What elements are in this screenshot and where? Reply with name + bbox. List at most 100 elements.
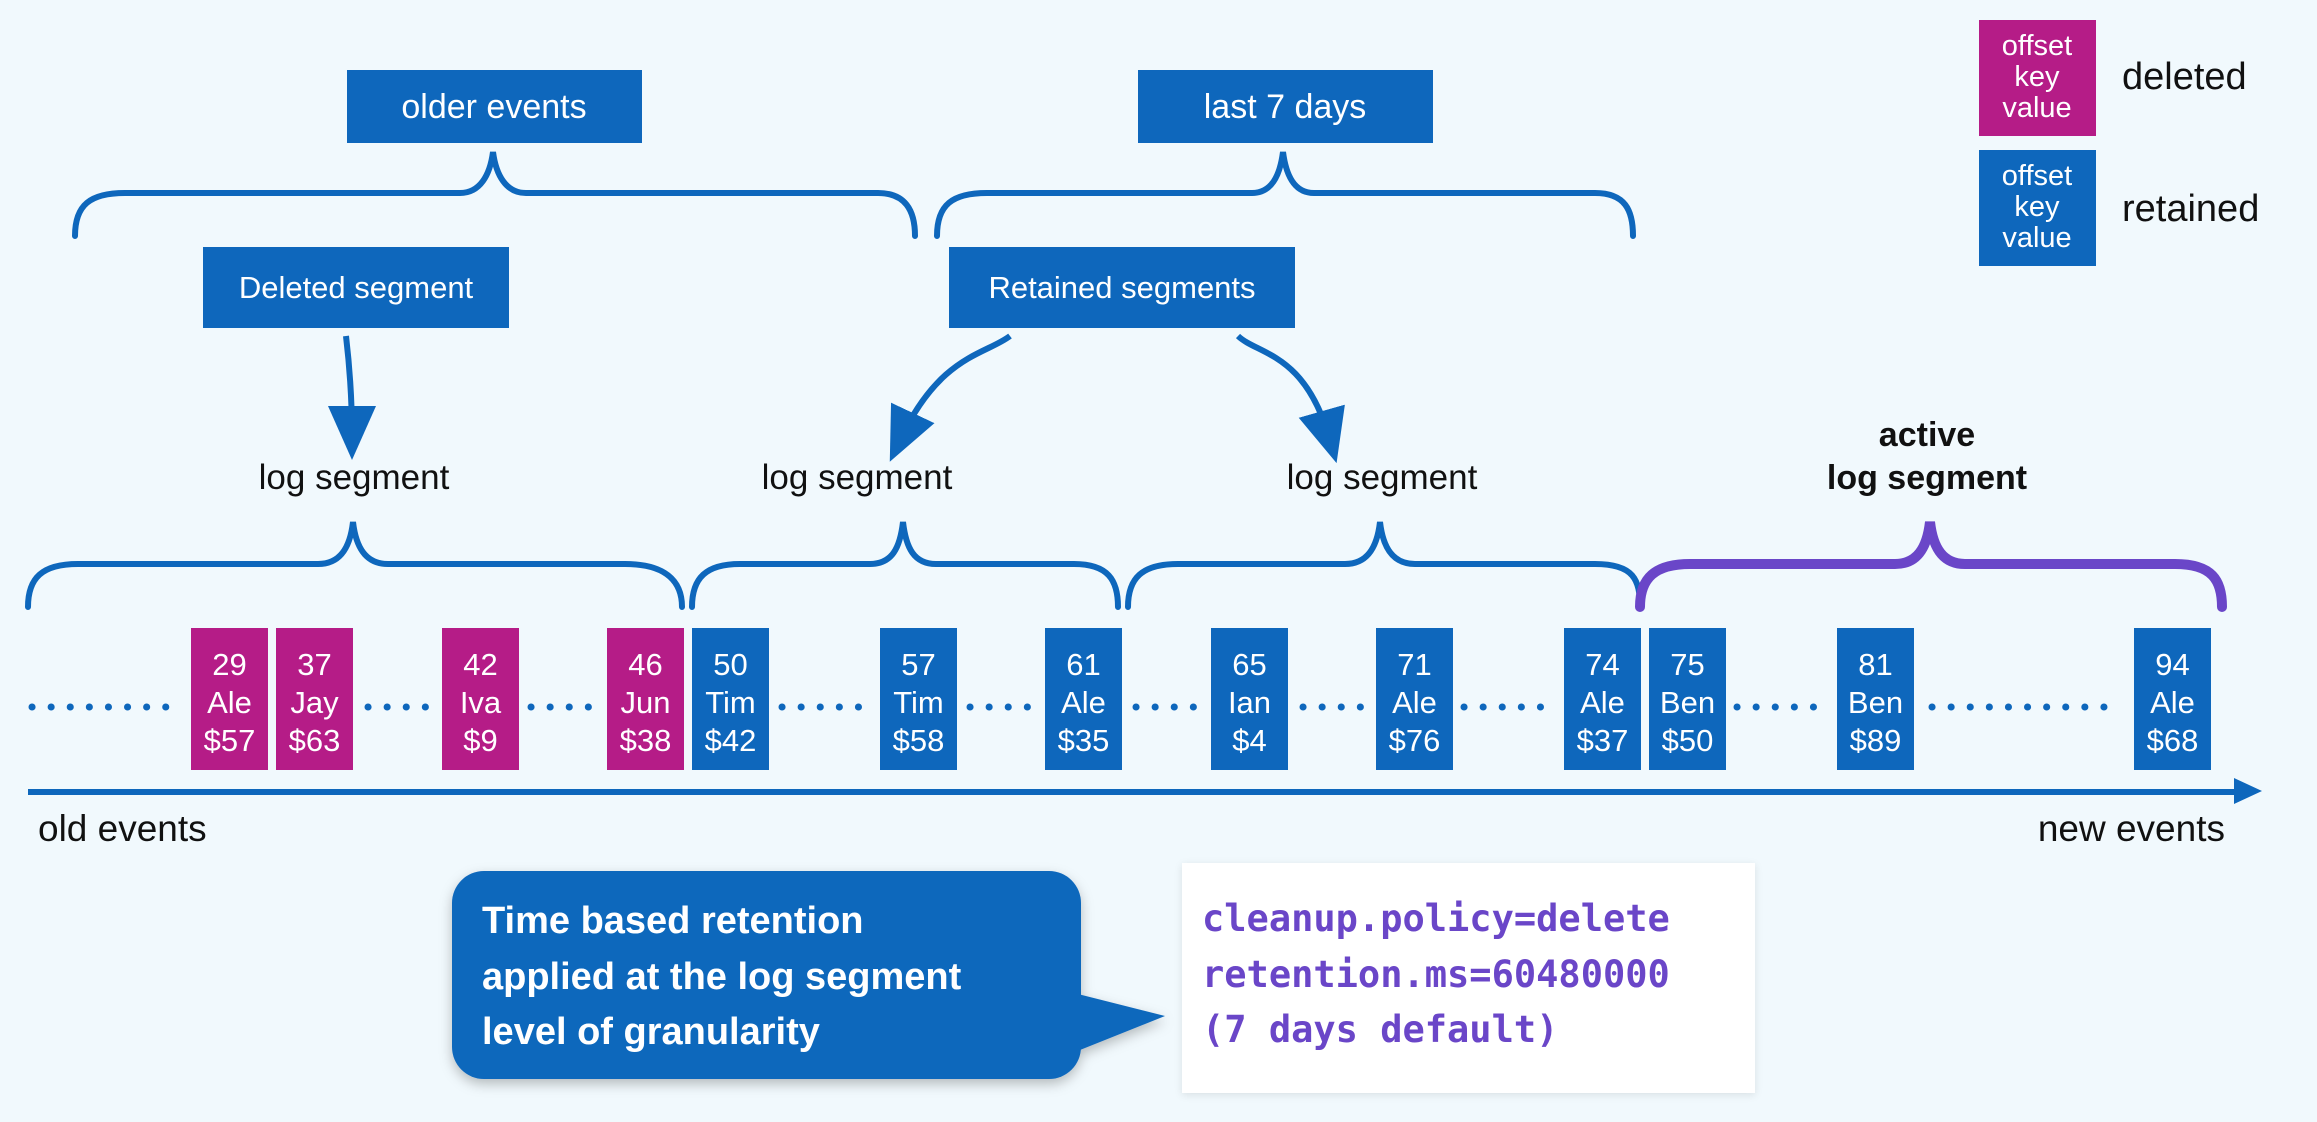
record-box-bg xyxy=(1376,628,1453,770)
legend-deleted-swatch xyxy=(1979,20,2096,136)
record-box-bg xyxy=(191,628,268,770)
record-key: Iva xyxy=(460,685,502,720)
record-offset: 74 xyxy=(1585,647,1619,682)
record-value: $50 xyxy=(1662,723,1714,758)
record-value: $37 xyxy=(1577,723,1629,758)
retained-arrow-right xyxy=(1235,333,1345,464)
record-value: $58 xyxy=(893,723,945,758)
record-key: Jun xyxy=(621,685,671,720)
record-box-bg xyxy=(1045,628,1122,770)
record-key: Ale xyxy=(1580,685,1625,720)
record-offset: 37 xyxy=(297,647,331,682)
config-default-note: (7 days default) xyxy=(1202,1008,1559,1051)
record-offset: 71 xyxy=(1397,647,1431,682)
retained-segments-label: Retained segments xyxy=(988,270,1255,305)
record-key: Tim xyxy=(893,685,944,720)
record-value: $57 xyxy=(204,723,256,758)
record-box-bg xyxy=(880,628,957,770)
log-segment-label-3: log segment xyxy=(1287,458,1478,497)
old-events-label: old events xyxy=(38,808,207,849)
legend-retained-swatch xyxy=(1979,150,2096,266)
record-offset: 75 xyxy=(1670,647,1704,682)
record-offset: 94 xyxy=(2155,647,2189,682)
last-7-days-label-box xyxy=(1138,70,1433,143)
callout-line-3: level of granularity xyxy=(482,1011,820,1053)
segment-brace-2 xyxy=(689,521,1121,610)
record-value: $68 xyxy=(2147,723,2199,758)
record-key: Tim xyxy=(705,685,756,720)
record-key: Ben xyxy=(1660,685,1715,720)
legend-deleted-line-offset: offset xyxy=(2002,30,2072,62)
record-box-bg xyxy=(2134,628,2211,770)
active-segment-label-line1: active xyxy=(1879,416,1975,454)
log-segment-label-1: log segment xyxy=(259,458,450,497)
active-segment-label-line2: log segment xyxy=(1827,459,2027,497)
record-key: Ale xyxy=(2150,685,2195,720)
records: 29Ale$5737Jay$6342Iva$946Jun$3850Tim$425… xyxy=(191,628,2211,770)
record-box-bg xyxy=(607,628,684,770)
record-box-bg xyxy=(1211,628,1288,770)
record-value: $89 xyxy=(1850,723,1902,758)
record-value: $63 xyxy=(289,723,341,758)
record-offset: 46 xyxy=(628,647,662,682)
record-offset: 50 xyxy=(713,647,747,682)
timeline-arrowhead xyxy=(2234,778,2262,804)
config-retention-ms: retention.ms=60480000 xyxy=(1202,953,1670,996)
deleted-segment-arrow xyxy=(327,335,376,460)
last-7-days-label: last 7 days xyxy=(1204,88,1367,126)
record-offset: 81 xyxy=(1858,647,1892,682)
older-events-brace xyxy=(72,151,918,239)
record-offset: 42 xyxy=(463,647,497,682)
record-key: Ian xyxy=(1228,685,1271,720)
deleted-segment-label-box xyxy=(203,247,509,328)
record-offset: 57 xyxy=(901,647,935,682)
legend-deleted-line-key: key xyxy=(2014,61,2060,93)
older-events-label-box xyxy=(347,70,642,143)
record-offset: 61 xyxy=(1066,647,1100,682)
log-segment-label-2: log segment xyxy=(762,458,953,497)
record-value: $42 xyxy=(705,723,757,758)
retained-segments-label-box xyxy=(949,247,1295,328)
record-value: $76 xyxy=(1389,723,1441,758)
callout-line-1: Time based retention xyxy=(482,900,864,942)
active-segment-brace xyxy=(1635,521,2227,612)
callout-line-2: applied at the log segment xyxy=(482,956,962,998)
record-box-bg xyxy=(692,628,769,770)
record-box-bg xyxy=(1649,628,1726,770)
record-offset: 65 xyxy=(1232,647,1266,682)
legend-retained-line-value: value xyxy=(2002,222,2071,254)
older-events-label: older events xyxy=(401,88,586,126)
record-key: Ale xyxy=(207,685,252,720)
retained-arrow-left xyxy=(889,333,1012,462)
legend-retained-line-offset: offset xyxy=(2002,160,2072,192)
record-value: $35 xyxy=(1058,723,1110,758)
record-box-bg xyxy=(1837,628,1914,770)
legend-retained-label: retained xyxy=(2122,188,2259,230)
config-cleanup-policy: cleanup.policy=delete xyxy=(1202,897,1670,940)
segment-brace-3 xyxy=(1125,521,1643,610)
record-key: Ben xyxy=(1848,685,1903,720)
new-events-label: new events xyxy=(2038,808,2225,849)
retention-config-box: cleanup.policy=delete retention.ms=60480… xyxy=(1182,863,1755,1093)
record-key: Ale xyxy=(1392,685,1437,720)
legend-retained-line-key: key xyxy=(2014,191,2060,223)
segment-brace-1 xyxy=(25,521,685,610)
record-value: $9 xyxy=(463,723,497,758)
record-box-bg xyxy=(442,628,519,770)
legend-deleted-line-value: value xyxy=(2002,92,2071,124)
